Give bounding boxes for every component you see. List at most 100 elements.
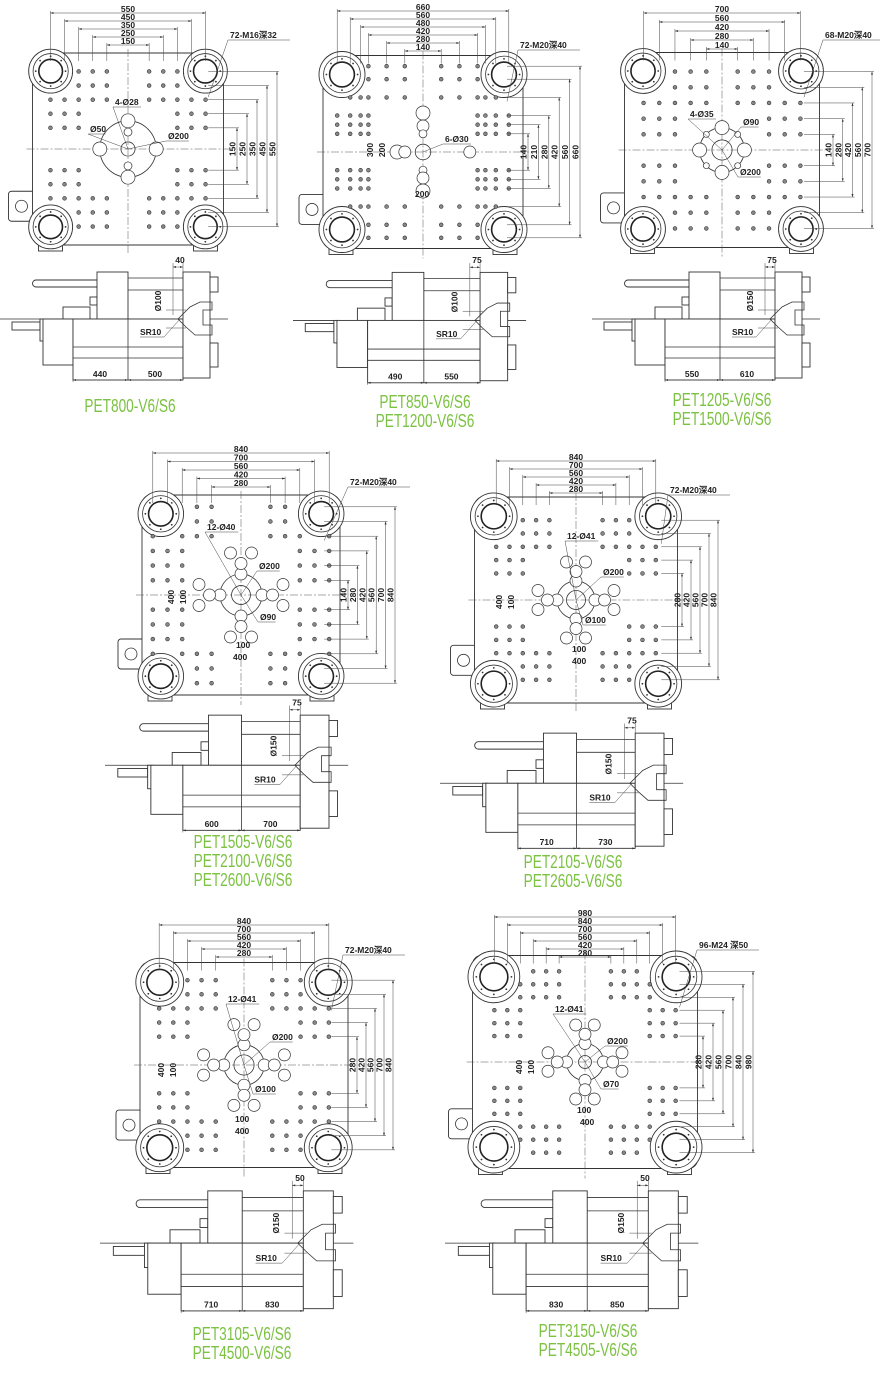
flange-bolt [327, 997, 330, 1000]
ejector-hole [224, 630, 237, 644]
ejector-hole [560, 631, 573, 645]
mold-height-max-dimension: 610 [740, 369, 754, 379]
threaded-hole [634, 969, 639, 974]
threaded-hole [284, 1133, 289, 1138]
threaded-hole [76, 83, 81, 88]
threaded-hole [657, 163, 662, 168]
threaded-hole [798, 116, 803, 121]
locating-ring-diameter: Ø150 [604, 753, 614, 774]
flange-bolt [309, 523, 312, 526]
threaded-hole [384, 63, 389, 69]
threaded-hole [194, 519, 200, 524]
flange-bolt [668, 694, 671, 696]
inner-dimension-label: 400 [166, 590, 176, 604]
vertical-dimension-label: 280 [833, 143, 843, 157]
flange-bolt [652, 59, 655, 62]
threaded-hole [402, 204, 407, 209]
flange-bolt [147, 1135, 150, 1138]
nozzle-radius-label: SR10 [140, 327, 162, 337]
callout-leader [243, 1064, 254, 1095]
threaded-hole [543, 982, 549, 987]
threaded-hole [751, 226, 756, 231]
threaded-hole [203, 196, 208, 201]
threaded-hole [62, 196, 67, 201]
threaded-hole [653, 650, 658, 656]
horizontal-dimension-label: 560 [715, 13, 729, 23]
flange-bolt [662, 988, 665, 991]
threaded-hole [76, 97, 81, 102]
flange-bolt [668, 671, 671, 674]
threaded-hole [312, 636, 317, 642]
flange-bolt [505, 963, 508, 966]
tie-bar-hole [490, 216, 518, 243]
rear-block [147, 1242, 182, 1295]
tie-bar-hole [630, 58, 656, 84]
mold-height-min-dimension: 710 [204, 1300, 218, 1310]
threaded-hole [626, 531, 632, 536]
tie-bar-hole [308, 500, 335, 527]
flange-bolt [652, 238, 655, 241]
threaded-hole [146, 196, 152, 201]
flange-bolt [800, 85, 802, 88]
threaded-hole [358, 168, 363, 173]
threaded-hole [284, 1147, 289, 1153]
threaded-hole [475, 95, 480, 100]
flange-bolt [175, 981, 177, 984]
mold-height-max-dimension: 500 [148, 369, 162, 379]
hole-callout: 12-Ø41 [555, 1004, 584, 1014]
flange-bolt [320, 528, 323, 531]
threaded-hole [312, 1020, 317, 1025]
threaded-hole [626, 664, 632, 669]
threaded-hole [520, 637, 525, 643]
flange-bolt [331, 686, 334, 689]
horizontal-dimension-label: 280 [416, 34, 430, 44]
threaded-hole [704, 194, 709, 200]
ejector-hole [245, 630, 258, 644]
ejector-hole [237, 1088, 251, 1102]
tie-bar-flange [485, 210, 523, 249]
threaded-hole [657, 100, 662, 106]
inner-dimension-label: 400 [156, 1063, 166, 1077]
flange-bolt [352, 84, 354, 87]
flange-bolt [330, 84, 332, 87]
threaded-hole [90, 69, 95, 74]
model-title: PET1205-V6/S6 [673, 390, 772, 410]
threaded-hole [533, 544, 539, 549]
threaded-hole [199, 1006, 204, 1011]
horizontal-dimension-label: 700 [569, 460, 583, 470]
threaded-hole [90, 210, 95, 215]
callout-leader [240, 570, 258, 596]
threaded-hole [268, 680, 273, 686]
threaded-hole [326, 1034, 332, 1039]
horizontal-dimension-label: 420 [715, 22, 729, 32]
threaded-hole [543, 1150, 549, 1155]
center-hole [120, 141, 136, 157]
hole-callout: Ø200 [168, 131, 189, 141]
flange-bolt [800, 243, 802, 246]
threaded-hole [493, 95, 498, 100]
ejector-step [89, 296, 98, 306]
ejector-block [356, 307, 386, 321]
threaded-hole [104, 196, 110, 201]
callout-leader [564, 540, 577, 601]
threaded-hole [704, 69, 709, 74]
threaded-hole [199, 1133, 204, 1138]
threaded-hole [297, 548, 302, 554]
threaded-hole [766, 179, 772, 184]
ejector-hole [415, 183, 431, 199]
ear-hole [305, 203, 319, 216]
flange-bolt [492, 666, 495, 669]
flange-bolt [356, 228, 359, 231]
threaded-hole [672, 163, 678, 168]
hole-callout: Ø100 [255, 1084, 276, 1094]
threaded-hole [326, 1119, 332, 1124]
threaded-hole [402, 95, 407, 100]
ejector-hole [569, 565, 583, 578]
threaded-hole [209, 666, 214, 671]
threaded-hole [335, 177, 340, 182]
threaded-hole [657, 132, 662, 137]
horizontal-dimension-label: 480 [416, 18, 430, 28]
threaded-hole [146, 97, 152, 102]
locating-ring-diameter: Ø150 [616, 1212, 626, 1233]
vertical-dimension-label: 420 [357, 588, 367, 602]
